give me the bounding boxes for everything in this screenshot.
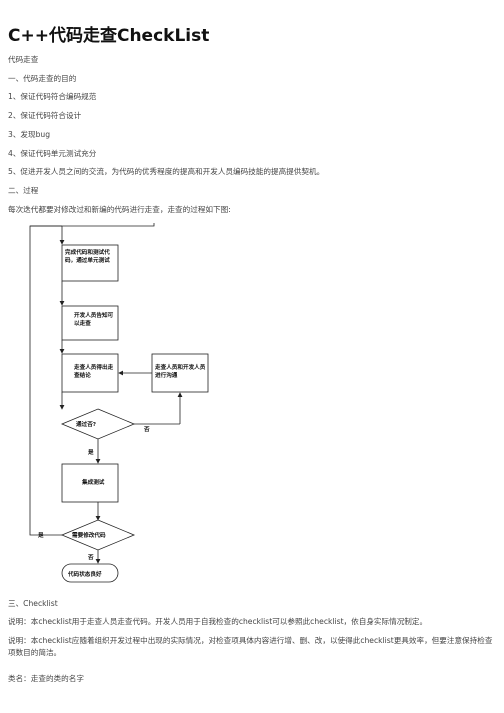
intro-text: 代码走查 <box>8 55 39 64</box>
decision-modify-no-label: 否 <box>88 555 94 561</box>
step-complete-code: 完成代码和测试代码，通过单元测试 <box>65 250 110 264</box>
step-review-conclusion: 走查人员得出走查结论 <box>74 365 114 379</box>
list-item: 2、保证代码符合设计 <box>8 111 82 120</box>
note-paragraph-1: 说明：本checklist用于走查人员走查代码。开发人员用于自我检查的check… <box>8 617 428 626</box>
decision-pass-no-label: 否 <box>144 427 150 433</box>
list-item: 5、促进开发人员之间的交流，为代码的优秀程度的提高和开发人员编码技能的提高提供契… <box>8 167 325 176</box>
decision-modify: 需要修改代码 <box>72 533 106 539</box>
note-paragraph-2: 说明：本checklist应随着组织开发过程中出现的实际情况，对检查项具体内容进… <box>8 636 493 657</box>
section-heading-purpose: 一、代码走查的目的 <box>8 74 77 83</box>
step-notify-review: 开发人员告知可以走查 <box>74 313 114 327</box>
list-item: 3、发现bug <box>8 130 51 139</box>
section-heading-checklist: 三、Checklist <box>8 599 58 608</box>
end-state: 代码状态良好 <box>68 572 102 578</box>
process-description: 每次迭代都要对修改过和新编的代码进行走查，走查的过程如下图: <box>8 205 231 214</box>
flowchart-lines <box>29 223 209 583</box>
list-item: 4、保证代码单元测试充分 <box>8 149 97 158</box>
decision-modify-yes-label: 是 <box>38 533 44 539</box>
class-name-field: 类名：走查的类的名字 <box>8 674 84 683</box>
page-title: C++代码走查CheckList <box>8 26 210 46</box>
list-item: 1、保证代码符合编码规范 <box>8 92 97 101</box>
section-heading-process: 二、过程 <box>8 186 39 195</box>
review-flowchart: 完成代码和测试代码，通过单元测试 开发人员告知可以走查 走查人员得出走查结论 走… <box>26 223 216 593</box>
decision-pass: 通过否? <box>76 422 97 428</box>
step-communicate: 走查人员和开发人员进行沟通 <box>155 365 206 379</box>
decision-pass-yes-label: 是 <box>88 450 94 456</box>
step-integration-test: 集成测试 <box>82 480 105 486</box>
